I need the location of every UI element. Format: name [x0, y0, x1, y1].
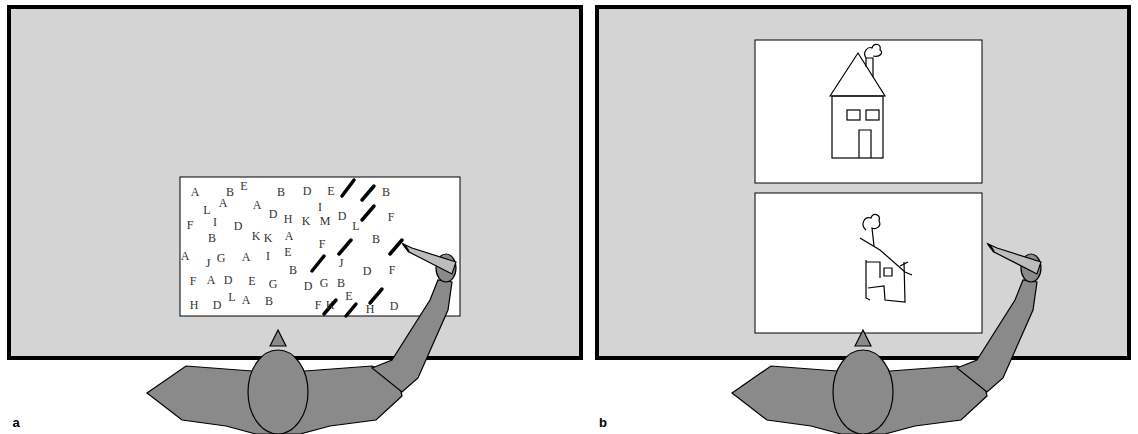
panel-label: a	[12, 416, 19, 429]
letter: H	[366, 303, 375, 315]
panel-label: b	[599, 416, 607, 429]
letter: D	[338, 210, 347, 222]
letter: L	[352, 220, 359, 232]
letter: E	[327, 185, 334, 197]
letter: H	[190, 299, 199, 311]
letter: A	[253, 199, 262, 211]
letter: G	[269, 278, 278, 290]
letter: A	[242, 251, 251, 263]
letter: F	[389, 264, 396, 276]
letter: K	[302, 215, 311, 227]
letter: A	[285, 230, 294, 242]
letter: B	[289, 264, 297, 276]
letter: K	[326, 299, 335, 311]
letter: D	[303, 185, 312, 197]
letter: K	[252, 230, 261, 242]
letter: D	[224, 274, 233, 286]
letter: E	[284, 246, 291, 258]
letter: F	[388, 211, 395, 223]
letter: B	[208, 232, 216, 244]
letter: J	[206, 257, 211, 269]
letter: B	[372, 233, 380, 245]
letter: L	[228, 291, 235, 303]
letter: A	[219, 197, 228, 209]
letter: F	[319, 238, 326, 250]
letter: F	[315, 299, 322, 311]
letter: I	[266, 250, 270, 262]
letter: I	[213, 216, 217, 228]
letter: D	[363, 265, 372, 277]
letter: J	[339, 257, 344, 269]
letter: D	[269, 208, 278, 220]
letter: B	[265, 295, 273, 307]
letter: A	[242, 294, 251, 306]
letter: E	[248, 275, 255, 287]
letter: D	[234, 220, 243, 232]
letter: E	[345, 290, 352, 302]
letter: I	[318, 201, 322, 213]
letter: G	[320, 277, 329, 289]
letter: B	[337, 277, 345, 289]
letter: A	[207, 274, 216, 286]
letter: M	[320, 215, 331, 227]
letter: E	[240, 180, 247, 192]
letter: A	[191, 186, 200, 198]
letter: B	[382, 186, 390, 198]
letter: D	[213, 299, 222, 311]
letter: A	[181, 250, 190, 262]
letter: K	[264, 232, 273, 244]
letter: F	[190, 275, 197, 287]
letter: D	[304, 280, 313, 292]
letter: B	[277, 186, 285, 198]
letter: H	[284, 213, 293, 225]
letter: G	[217, 252, 226, 264]
letter: D	[390, 300, 399, 312]
letter: F	[187, 219, 194, 231]
letter: L	[203, 204, 210, 216]
